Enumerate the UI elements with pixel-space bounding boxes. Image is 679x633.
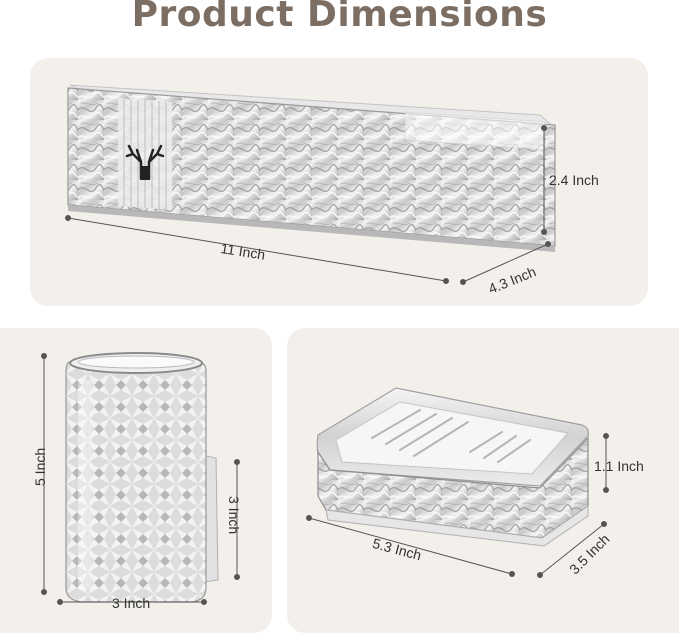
soap-height-label: 1.1 Inch: [594, 458, 644, 474]
basket-height-label: 2.4 Inch: [549, 172, 599, 188]
cup-height-label: 5 Inch: [32, 447, 48, 486]
basket-dim-lines: [65, 125, 551, 285]
soap-dish-illustration: [316, 387, 589, 547]
cup-illustration: [65, 352, 219, 603]
cup-dim-lines: [41, 353, 240, 605]
cup-mount-height-label: 3 Inch: [226, 496, 242, 535]
cup-width-label: 3 Inch: [112, 595, 151, 611]
antler-icon: [125, 144, 165, 180]
page-title: Product Dimensions: [131, 0, 548, 35]
soap-dim-lines: [306, 433, 609, 578]
